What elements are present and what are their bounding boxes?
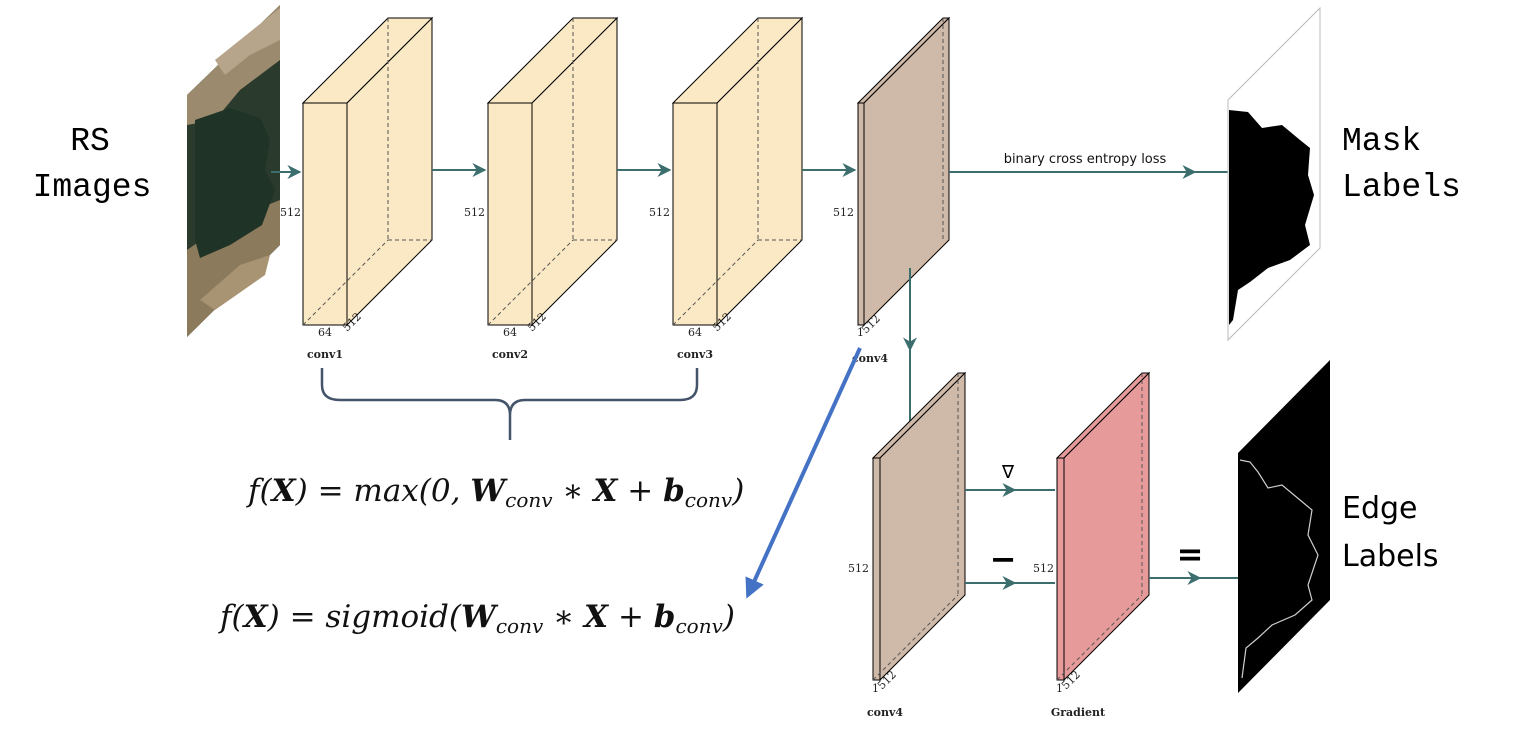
conv-brace [320, 368, 699, 440]
gradient-depth: 1 [1056, 682, 1063, 695]
conv4-caption: conv4 [852, 352, 888, 365]
rs-label-line2: Images [33, 169, 152, 206]
conv4b-height: 512 [848, 562, 869, 575]
conv3-caption: conv3 [677, 348, 713, 361]
conv1-block: 512 64 512 conv1 [280, 16, 434, 361]
mask-label-line1: Mask [1342, 123, 1421, 160]
sigmoid-pointer-arrow [745, 347, 862, 599]
edge-label-line1: Edge [1342, 491, 1418, 526]
gradient-height: 512 [1033, 562, 1054, 575]
conv4b-depth: 1 [872, 682, 879, 695]
conv2-block: 512 64 512 conv2 [464, 16, 619, 361]
rs-label-line1: RS [70, 123, 110, 160]
conv4-height: 512 [833, 206, 854, 219]
equals-operator: = [1177, 535, 1204, 573]
conv4-block: 512 1 512 conv4 [833, 16, 951, 365]
sigmoid-formula: f(X) = sigmoid(Wconv ∗ X + bconv) [218, 599, 735, 638]
mask-label-image [1227, 6, 1321, 342]
gradient-block: 512 1 512 Gradient [1033, 371, 1151, 719]
conv1-height: 512 [280, 206, 301, 219]
conv1-caption: conv1 [307, 348, 343, 361]
edge-label-line2: Labels [1342, 539, 1439, 574]
conv4-bottom-block: 512 1 512 conv4 [848, 371, 967, 719]
minus-operator: − [990, 540, 1017, 578]
conv4-depth: 1 [857, 326, 864, 339]
conv2-depth: 64 [503, 326, 517, 339]
gradient-caption: Gradient [1051, 706, 1106, 719]
rs-input-image [187, 5, 280, 337]
conv3-height: 512 [649, 206, 670, 219]
nabla-operator: ∇ [1001, 462, 1015, 483]
relu-formula: f(X) = max(0, Wconv ∗ X + bconv) [246, 473, 744, 512]
conv3-depth: 64 [688, 326, 702, 339]
mask-label-line2: Labels [1342, 169, 1461, 206]
conv3-block: 512 64 512 conv3 [649, 16, 804, 361]
conv1-depth: 64 [318, 326, 332, 339]
conv2-caption: conv2 [492, 348, 528, 361]
conv4b-caption: conv4 [867, 706, 903, 719]
edge-label-image [1238, 360, 1330, 693]
conv2-height: 512 [464, 206, 485, 219]
loss-label: binary cross entropy loss [1004, 152, 1167, 167]
